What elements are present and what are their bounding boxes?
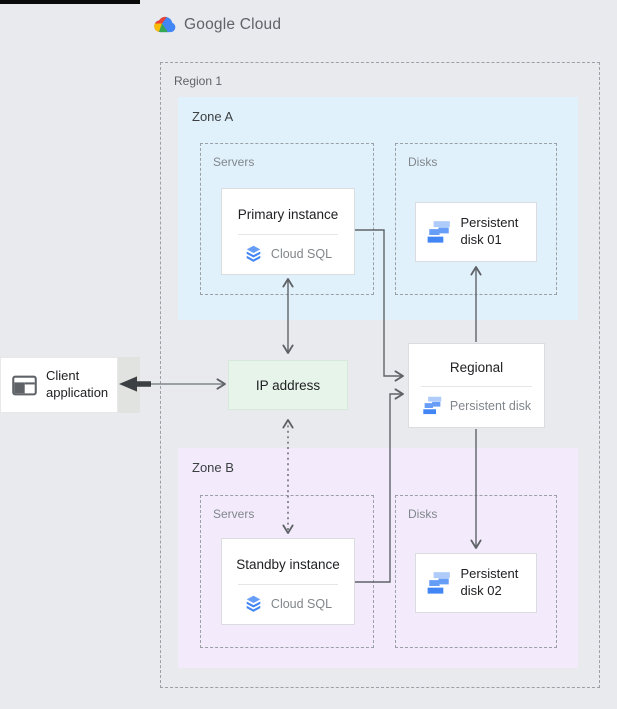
- zone-b-label: Zone B: [192, 460, 234, 475]
- client-application-icon: [12, 375, 37, 395]
- zone-a-disks-label: Disks: [408, 155, 438, 169]
- persistent-disk-icon: [427, 572, 450, 594]
- client-application-label: Client application: [46, 368, 109, 400]
- google-cloud-icon: [154, 16, 176, 33]
- regional-disk-label: Persistent disk: [449, 398, 532, 413]
- card-divider: [238, 234, 338, 235]
- ip-address-box: IP address: [228, 360, 348, 410]
- primary-instance-product: Cloud SQL: [222, 244, 354, 263]
- persistent-disk-icon: [427, 221, 450, 243]
- google-cloud-logo: Google Cloud: [154, 15, 281, 34]
- ip-address-label: IP address: [255, 377, 321, 393]
- google-cloud-wordmark: Google Cloud: [184, 15, 282, 33]
- cloud-sql-label: Cloud SQL: [270, 246, 333, 261]
- zone-a-label: Zone A: [192, 109, 234, 124]
- persistent-disk-01-card: Persistent disk 01: [415, 202, 537, 262]
- standby-instance-card: Standby instance Cloud SQL: [221, 538, 355, 625]
- client-application-card: Client application: [0, 357, 118, 413]
- top-border-bar: [0, 0, 140, 4]
- primary-instance-card: Primary instance Cloud SQL: [221, 188, 355, 275]
- persistent-disk-icon: [423, 396, 442, 415]
- zone-a-servers-label: Servers: [213, 155, 255, 169]
- persistent-disk-02-card: Persistent disk 02: [415, 553, 537, 613]
- card-divider: [421, 386, 532, 387]
- card-divider: [238, 584, 338, 585]
- regional-disk-card: Regional Persistent disk: [408, 343, 545, 428]
- persistent-disk-01-label: Persistent disk 01: [460, 215, 519, 247]
- standby-instance-title: Standby instance: [236, 557, 340, 572]
- cloud-sql-icon: [246, 595, 261, 612]
- region-container: Region 1: [160, 62, 600, 688]
- zone-b-disks-label: Disks: [408, 507, 438, 521]
- regional-disk-title: Regional: [449, 360, 504, 375]
- regional-disk-product: Persistent disk: [409, 395, 544, 416]
- standby-instance-product: Cloud SQL: [222, 594, 354, 613]
- persistent-disk-02-label: Persistent disk 02: [460, 566, 519, 598]
- cloud-sql-label: Cloud SQL: [270, 596, 333, 611]
- region-label: Region 1: [174, 74, 223, 88]
- zone-b-servers-label: Servers: [213, 507, 255, 521]
- cloud-sql-icon: [246, 245, 261, 262]
- client-edge-block: [118, 357, 140, 413]
- primary-instance-title: Primary instance: [237, 207, 339, 222]
